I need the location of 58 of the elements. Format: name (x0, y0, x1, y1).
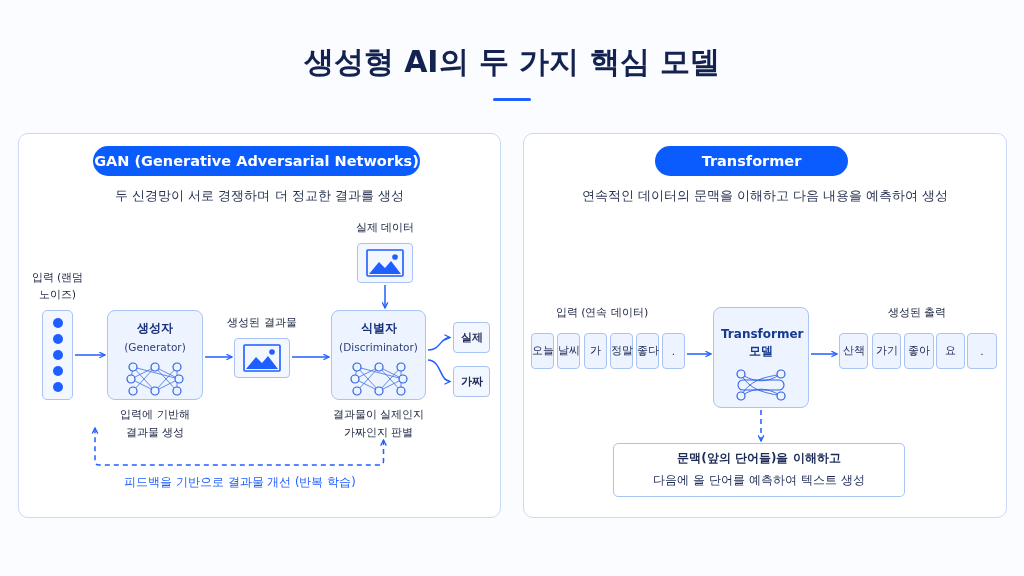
result-tile (453, 322, 490, 353)
node-label: 결과물이 실제인지 가짜인지 판별 (331, 407, 426, 441)
token-tile (531, 333, 554, 369)
arrow (427, 359, 451, 384)
token-tile (839, 333, 868, 369)
token-tile (610, 333, 633, 369)
arrow (810, 350, 838, 358)
panel-subtitle: 연속적인 데이터의 문맥을 이해하고 다음 내용을 예측하여 생성 (580, 187, 950, 205)
token-tile (584, 333, 607, 369)
token-tile (662, 333, 685, 369)
arrow (204, 353, 233, 361)
box-title: 식별자 (360, 320, 397, 337)
arrow (74, 351, 106, 359)
model-box (713, 307, 809, 408)
node-label: 입력에 기반해 결과물 생성 (119, 407, 191, 441)
token-label: 좋아 (908, 344, 930, 358)
panel-subtitle: 두 신경망이 서로 경쟁하며 더 정교한 결과를 생성 (114, 187, 405, 205)
description-box (613, 443, 905, 497)
token-label: 산책 (842, 344, 865, 358)
image-label: 생성된 결과물 (226, 314, 298, 331)
arrow (686, 350, 712, 358)
panel-card (523, 133, 1007, 518)
result-label: 실제 (460, 330, 483, 345)
token-tile (936, 333, 965, 369)
image-label: 실제 데이터 (354, 219, 416, 236)
box-title: 생성자 (137, 320, 173, 337)
token-label: 가기 (875, 344, 898, 358)
dashed-arrow (91, 427, 387, 466)
box-subtitle: (Generator) (124, 341, 186, 353)
token-label: 오늘 (531, 344, 554, 358)
arrow (427, 334, 451, 351)
result-label: 가짜 (460, 374, 483, 389)
section-label: 입력 (연속 데이터) (555, 305, 649, 320)
token-label: 날씨 (557, 344, 580, 358)
token-tile (872, 333, 901, 369)
token-label: 요 (945, 344, 956, 358)
token-label: 정말 (610, 344, 633, 358)
section-label: 생성된 출력 (887, 305, 947, 320)
description-text: 다음에 올 단어를 예측하여 텍스트 생성 (653, 472, 865, 489)
token-label: . (980, 345, 984, 357)
result-tile (453, 366, 490, 397)
token-label: 가 (590, 344, 601, 358)
token-label: . (671, 345, 676, 357)
section-header: GAN (Generative Adversarial Networks) (93, 146, 420, 176)
panel-card (18, 133, 501, 518)
arrow (291, 353, 330, 361)
token-tile (557, 333, 580, 369)
token-tile (636, 333, 659, 369)
title: 생성형 AI의 두 가지 핵심 모델 (302, 43, 722, 81)
section-header: Transformer (655, 146, 848, 176)
arrow (381, 284, 389, 309)
token-tile (904, 333, 934, 369)
token-tile (967, 333, 997, 369)
input-label: 입력 (랜덤 노이즈) (30, 270, 85, 303)
box-subtitle: (Discriminator) (339, 341, 418, 353)
description-text: 문맥(앞의 단어들)을 이해하고 (677, 450, 841, 468)
dashed-arrow (757, 409, 765, 442)
token-label: 좋다 (636, 344, 659, 358)
